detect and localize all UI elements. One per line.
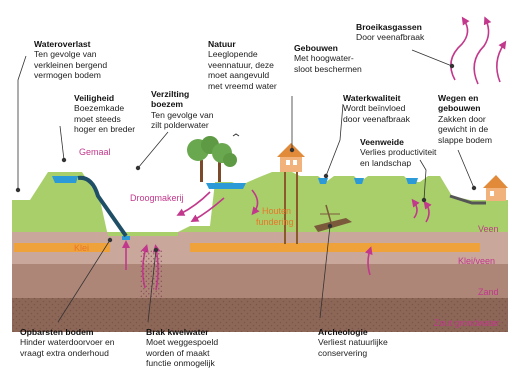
- trees: [187, 136, 237, 182]
- annotation-waterkwaliteit: Waterkwaliteit Wordt beïnvloed door veen…: [343, 93, 410, 124]
- layer-veen: [12, 172, 508, 240]
- water-boezem-left: [52, 176, 78, 183]
- annotation-archeologie: Archeologie Verliest natuurlijke conserv…: [318, 327, 388, 358]
- annotation-natuur: Natuur Leeglopende veennatuur, deze moet…: [208, 39, 277, 91]
- seepage-zone: [140, 250, 162, 298]
- label-gemaal: Gemaal: [79, 147, 111, 157]
- layer-zand: [12, 264, 508, 298]
- label-zout-grondwater: Zout grondwater: [434, 318, 500, 328]
- house-right: [483, 175, 508, 201]
- label-houten: Houten: [262, 206, 291, 216]
- label-klei-veen: Klei/veen: [458, 256, 495, 266]
- annotation-broeikasgassen: Broeikasgassen Door veenafbraak: [356, 22, 424, 43]
- label-fundering: fundering: [256, 217, 294, 227]
- annotation-opbarsten-bodem: Opbarsten bodem Hinder waterdoorvoer en …: [20, 327, 115, 358]
- label-klei: Klei: [74, 243, 89, 253]
- water-polder-ditch: [122, 236, 130, 240]
- water-sloot-natuur: [206, 183, 246, 189]
- label-veen: Veen: [478, 224, 499, 234]
- annotation-gebouwen: Gebouwen Met hoogwater- sloot beschermen: [294, 43, 362, 74]
- annotation-veiligheid: Veiligheid Boezemkade moet steeds hoger …: [74, 93, 135, 135]
- water-ditch-3: [406, 178, 418, 184]
- layer-klei-band: [14, 243, 110, 252]
- annotation-wateroverlast: Wateroverlast Ten gevolge van verkleinen…: [34, 39, 107, 81]
- annotation-verzilting: Verzilting boezem Ten gevolge van zilt p…: [151, 89, 214, 131]
- annotation-veenweide: Veenweide Verlies productiviteit en land…: [360, 137, 436, 168]
- bird: [233, 134, 239, 136]
- annotation-brak-kwelwater: Brak kwelwater Moet weggespoeld worden o…: [146, 327, 218, 369]
- annotation-wegen-gebouwen: Wegen en gebouwen Zakken door gewicht in…: [438, 93, 492, 145]
- label-droogmakerij: Droogmakerij: [130, 193, 184, 203]
- label-zand: Zand: [478, 287, 499, 297]
